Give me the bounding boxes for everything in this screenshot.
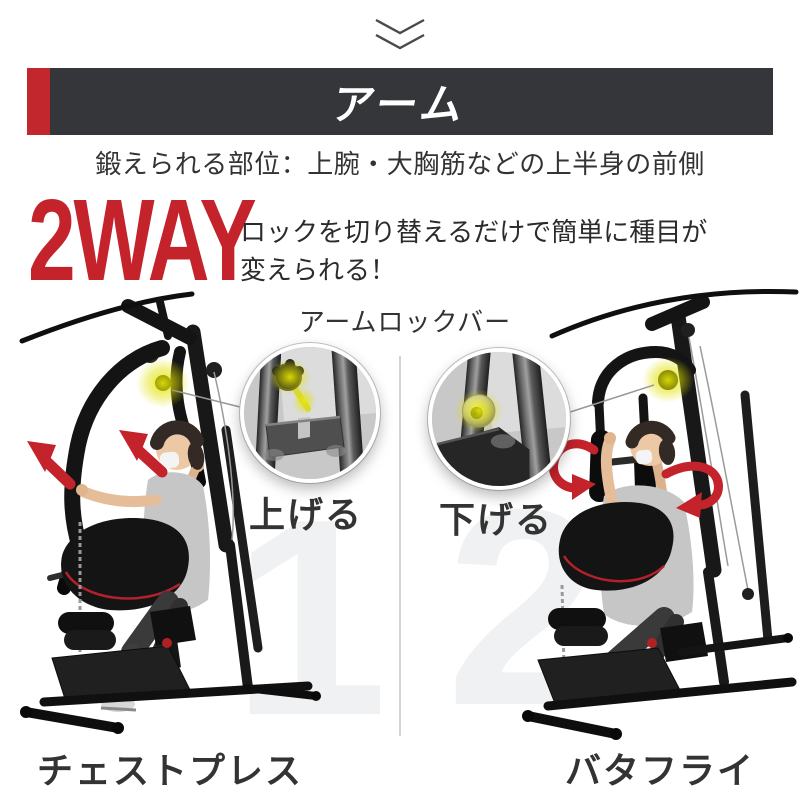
- panel-divider: [399, 356, 401, 736]
- feature-description: ロックを切り替えるだけで簡単に種目が 変えられる！: [240, 213, 707, 289]
- leader-line-left: [171, 389, 249, 410]
- inset-caption-raise: 上げる: [248, 494, 363, 535]
- lock-inset-raise: [240, 343, 380, 483]
- face-mask: [635, 449, 653, 465]
- section-title: アーム: [328, 81, 471, 128]
- lock-lowered-detail: [432, 352, 566, 486]
- chest-press-frame: [19, 291, 263, 653]
- feature-description-line2: 変えられる！: [240, 255, 397, 285]
- exercise-name-chest-press: チェストプレス: [36, 750, 303, 791]
- title-accent-stripe: [27, 68, 50, 135]
- chest-press-pad: [61, 518, 189, 611]
- lock-knob-highlight-right: [642, 357, 694, 403]
- leader-line-right: [563, 384, 655, 415]
- butterfly-user: [599, 420, 694, 626]
- lock-bar-label: アームロックバー: [298, 307, 512, 337]
- inset-caption-lower: 下げる: [438, 499, 553, 540]
- lock-raised-detail: [244, 347, 376, 479]
- exercise-name-butterfly: バタフライ: [564, 750, 755, 791]
- feature-description-line1: ロックを切り替えるだけで簡単に種目が: [240, 217, 708, 247]
- two-way-badge: 2WAY: [28, 175, 257, 305]
- lock-inset-lower: [428, 348, 570, 490]
- target-muscles-note: 鍛えられる部位：上腕・大胸筋などの上半身の前側: [95, 149, 705, 179]
- chest-press-user: [76, 420, 211, 614]
- chest-press-lower-body: [58, 522, 188, 712]
- chevron-double-down-icon: [375, 18, 425, 50]
- lock-knob-highlight-left: [136, 358, 190, 408]
- section-title-bar: アーム: [27, 68, 773, 135]
- press-direction-arrows: [27, 430, 168, 490]
- face-mask: [159, 451, 180, 469]
